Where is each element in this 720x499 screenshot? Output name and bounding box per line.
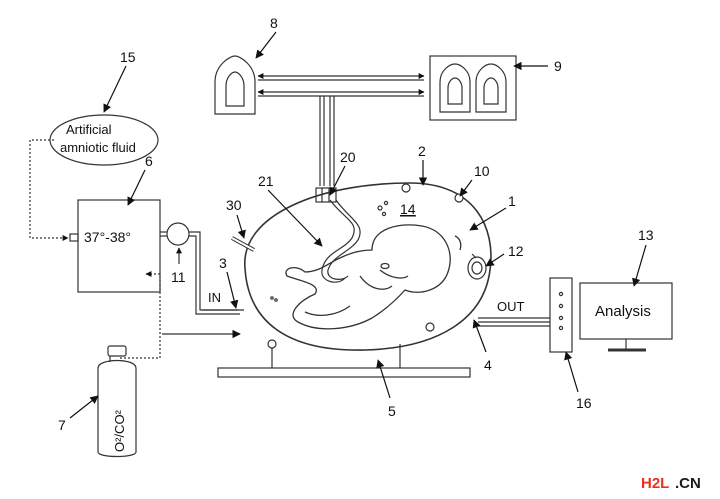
warmer-6 bbox=[69, 199, 161, 293]
watermark-suffix: .CN bbox=[675, 475, 701, 492]
monitor-13 bbox=[579, 282, 673, 352]
in-label: IN bbox=[208, 290, 221, 305]
out-label: OUT bbox=[497, 299, 525, 314]
callout-6: 6 bbox=[145, 153, 153, 169]
callout-12: 12 bbox=[508, 243, 524, 259]
gas-label: O²/CO² bbox=[112, 409, 127, 452]
cavity-label: 14 bbox=[400, 201, 416, 217]
callout-4: 4 bbox=[484, 357, 492, 373]
port-30 bbox=[231, 236, 255, 252]
callout-13: 13 bbox=[638, 227, 654, 243]
exchange-lines bbox=[257, 73, 425, 186]
callout-9: 9 bbox=[554, 58, 562, 74]
callout-10: 10 bbox=[474, 163, 490, 179]
support-platform bbox=[217, 344, 471, 378]
umbilical-cannula bbox=[315, 187, 361, 283]
temperature-label: 37°-38° bbox=[84, 229, 131, 245]
artificial-fluid-label-line2: amniotic fluid bbox=[60, 140, 136, 155]
callout-15: 15 bbox=[120, 49, 136, 65]
device-8 bbox=[214, 55, 256, 115]
callout-5: 5 bbox=[388, 403, 396, 419]
analyzer-16 bbox=[549, 277, 573, 353]
watermark-brand: H2L bbox=[641, 475, 669, 492]
analysis-label: Analysis bbox=[595, 303, 651, 320]
watermark: H2L .CN bbox=[641, 475, 701, 492]
inflow-tubing bbox=[160, 231, 244, 315]
callout-11: 11 bbox=[171, 269, 186, 285]
callout-7: 7 bbox=[58, 417, 66, 433]
callout-30: 30 bbox=[226, 197, 242, 213]
device-9 bbox=[429, 55, 517, 121]
callout-3: 3 bbox=[219, 255, 227, 271]
artificial-fluid-label-line1: Artificial bbox=[66, 122, 112, 137]
callout-8: 8 bbox=[270, 15, 278, 31]
callout-arrows bbox=[69, 31, 647, 419]
outflow-tubing bbox=[476, 317, 550, 327]
callout-20: 20 bbox=[340, 149, 356, 165]
gas-line bbox=[120, 271, 241, 359]
fetus bbox=[285, 224, 462, 330]
pump-11 bbox=[166, 222, 190, 264]
callout-16: 16 bbox=[576, 395, 592, 411]
fluid-feed-line bbox=[29, 139, 69, 241]
callout-2: 2 bbox=[418, 143, 426, 159]
biobag bbox=[244, 182, 492, 351]
callout-21: 21 bbox=[258, 173, 274, 189]
gas-cylinder-7 bbox=[97, 345, 137, 458]
callout-1: 1 bbox=[508, 193, 516, 209]
sensor-12 bbox=[467, 253, 487, 280]
